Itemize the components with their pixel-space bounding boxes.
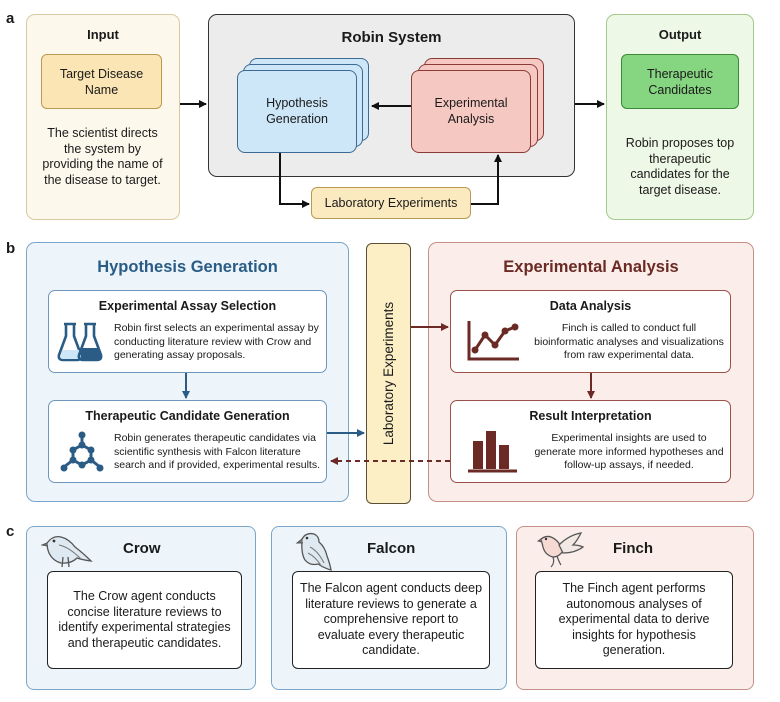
assay-selection-title: Experimental Assay Selection [98, 299, 277, 313]
falcon-description-card: The Falcon agent conducts deep literatur… [292, 571, 490, 669]
output-panel: Output Robin proposes top therapeutic ca… [606, 14, 754, 220]
laboratory-experiments-box: Laboratory Experiments [311, 187, 471, 219]
falcon-icon [295, 532, 332, 571]
output-title: Output [658, 27, 702, 42]
bar-chart-icon [468, 431, 517, 473]
laboratory-experiments-label: Laboratory Experiments [324, 196, 458, 210]
molecule-icon [60, 431, 104, 472]
finch-icon [537, 532, 585, 568]
assay-selection-card: Experimental Assay Selection Robin first… [48, 290, 327, 373]
candidate-generation-title: Therapeutic Candidate Generation [85, 409, 290, 423]
finch-panel: Finch The Finch agent performs autonomou… [516, 526, 754, 690]
experimental-analysis-label: Experimental Analysis [434, 96, 508, 126]
output-description: Robin proposes top therapeutic candidate… [625, 136, 735, 197]
panel-label-c: c [6, 523, 15, 540]
falcon-description: The Falcon agent conducts deep literatur… [299, 581, 483, 658]
arrow-lab-to-experimental [471, 154, 502, 205]
target-disease-label: Target Disease Name [59, 66, 144, 97]
falcon-panel: Falcon The Falcon agent conducts deep li… [271, 526, 507, 690]
line-chart-icon [467, 321, 519, 361]
panel-label-a: a [6, 10, 15, 27]
data-analysis-body: Finch is called to conduct full bioinfor… [534, 322, 724, 361]
assay-selection-body: Robin first selects an experimental assa… [114, 322, 319, 361]
therapeutic-candidates-box: Therapeutic Candidates [621, 54, 739, 109]
crow-description: The Crow agent conducts concise literatu… [58, 589, 231, 650]
target-disease-box: Target Disease Name [41, 54, 162, 109]
flasks-icon [57, 322, 103, 362]
input-description: The scientist directs the system by prov… [42, 126, 163, 187]
finch-name: Finch [613, 540, 653, 557]
hypothesis-generation-title: Hypothesis Generation [97, 258, 278, 276]
experimental-analysis-card: Experimental Analysis [411, 70, 531, 153]
hypothesis-generation-label: Hypothesis Generation [266, 96, 328, 126]
falcon-name: Falcon [367, 540, 416, 557]
candidate-generation-card: Therapeutic Candidate Generation Robin g… [48, 400, 327, 483]
input-title: Input [87, 27, 119, 42]
experimental-analysis-title: Experimental Analysis [503, 258, 679, 276]
robin-system-title: Robin System [341, 29, 442, 46]
result-interpretation-card: Result Interpretation Experimental insig… [450, 400, 731, 483]
data-analysis-title: Data Analysis [549, 299, 632, 313]
crow-panel: Crow The Crow agent conducts concise lit… [26, 526, 256, 690]
result-interpretation-body: Experimental insights are used to genera… [534, 432, 724, 471]
finch-description-card: The Finch agent performs autonomous anal… [535, 571, 733, 669]
candidate-generation-body: Robin generates therapeutic candidates v… [114, 432, 321, 471]
crow-description-card: The Crow agent conducts concise literatu… [47, 571, 242, 669]
panel-label-b: b [6, 240, 16, 257]
crow-name: Crow [123, 540, 161, 557]
crow-icon [41, 535, 93, 568]
hypothesis-generation-card: Hypothesis Generation [237, 70, 357, 153]
result-interpretation-title: Result Interpretation [529, 409, 652, 423]
input-panel: Input The scientist directs the system b… [26, 14, 180, 220]
arrow-hypothesis-to-lab [279, 153, 310, 208]
data-analysis-card: Data Analysis Finch is called to conduct… [450, 290, 731, 373]
finch-description: The Finch agent performs autonomous anal… [558, 581, 710, 658]
therapeutic-candidates-label: Therapeutic Candidates [646, 66, 713, 97]
